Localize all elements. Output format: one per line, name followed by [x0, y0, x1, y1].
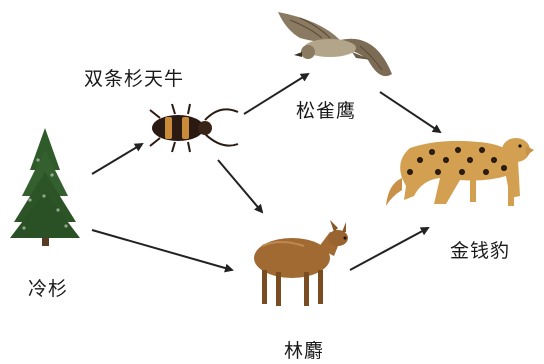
arrow-beetle-to-musk-deer	[218, 160, 262, 212]
leopard-icon	[386, 138, 534, 206]
arrow-musk-deer-to-leopard	[350, 228, 428, 270]
arrow-fir-to-musk-deer	[92, 230, 232, 270]
sparrowhawk-icon	[278, 12, 392, 76]
label-hawk: 松雀鹰	[296, 96, 356, 123]
arrow-hawk-to-leopard	[380, 92, 440, 132]
longhorn-beetle-icon	[150, 104, 238, 152]
fir-tree-icon	[10, 128, 80, 246]
label-beetle: 双条杉天牛	[84, 64, 184, 91]
arrows-group	[92, 74, 440, 270]
label-musk-deer: 林麝	[284, 336, 324, 363]
label-leopard: 金钱豹	[450, 236, 510, 263]
label-fir: 冷杉	[28, 274, 68, 301]
musk-deer-icon	[254, 220, 348, 306]
arrow-fir-to-beetle	[92, 144, 142, 174]
